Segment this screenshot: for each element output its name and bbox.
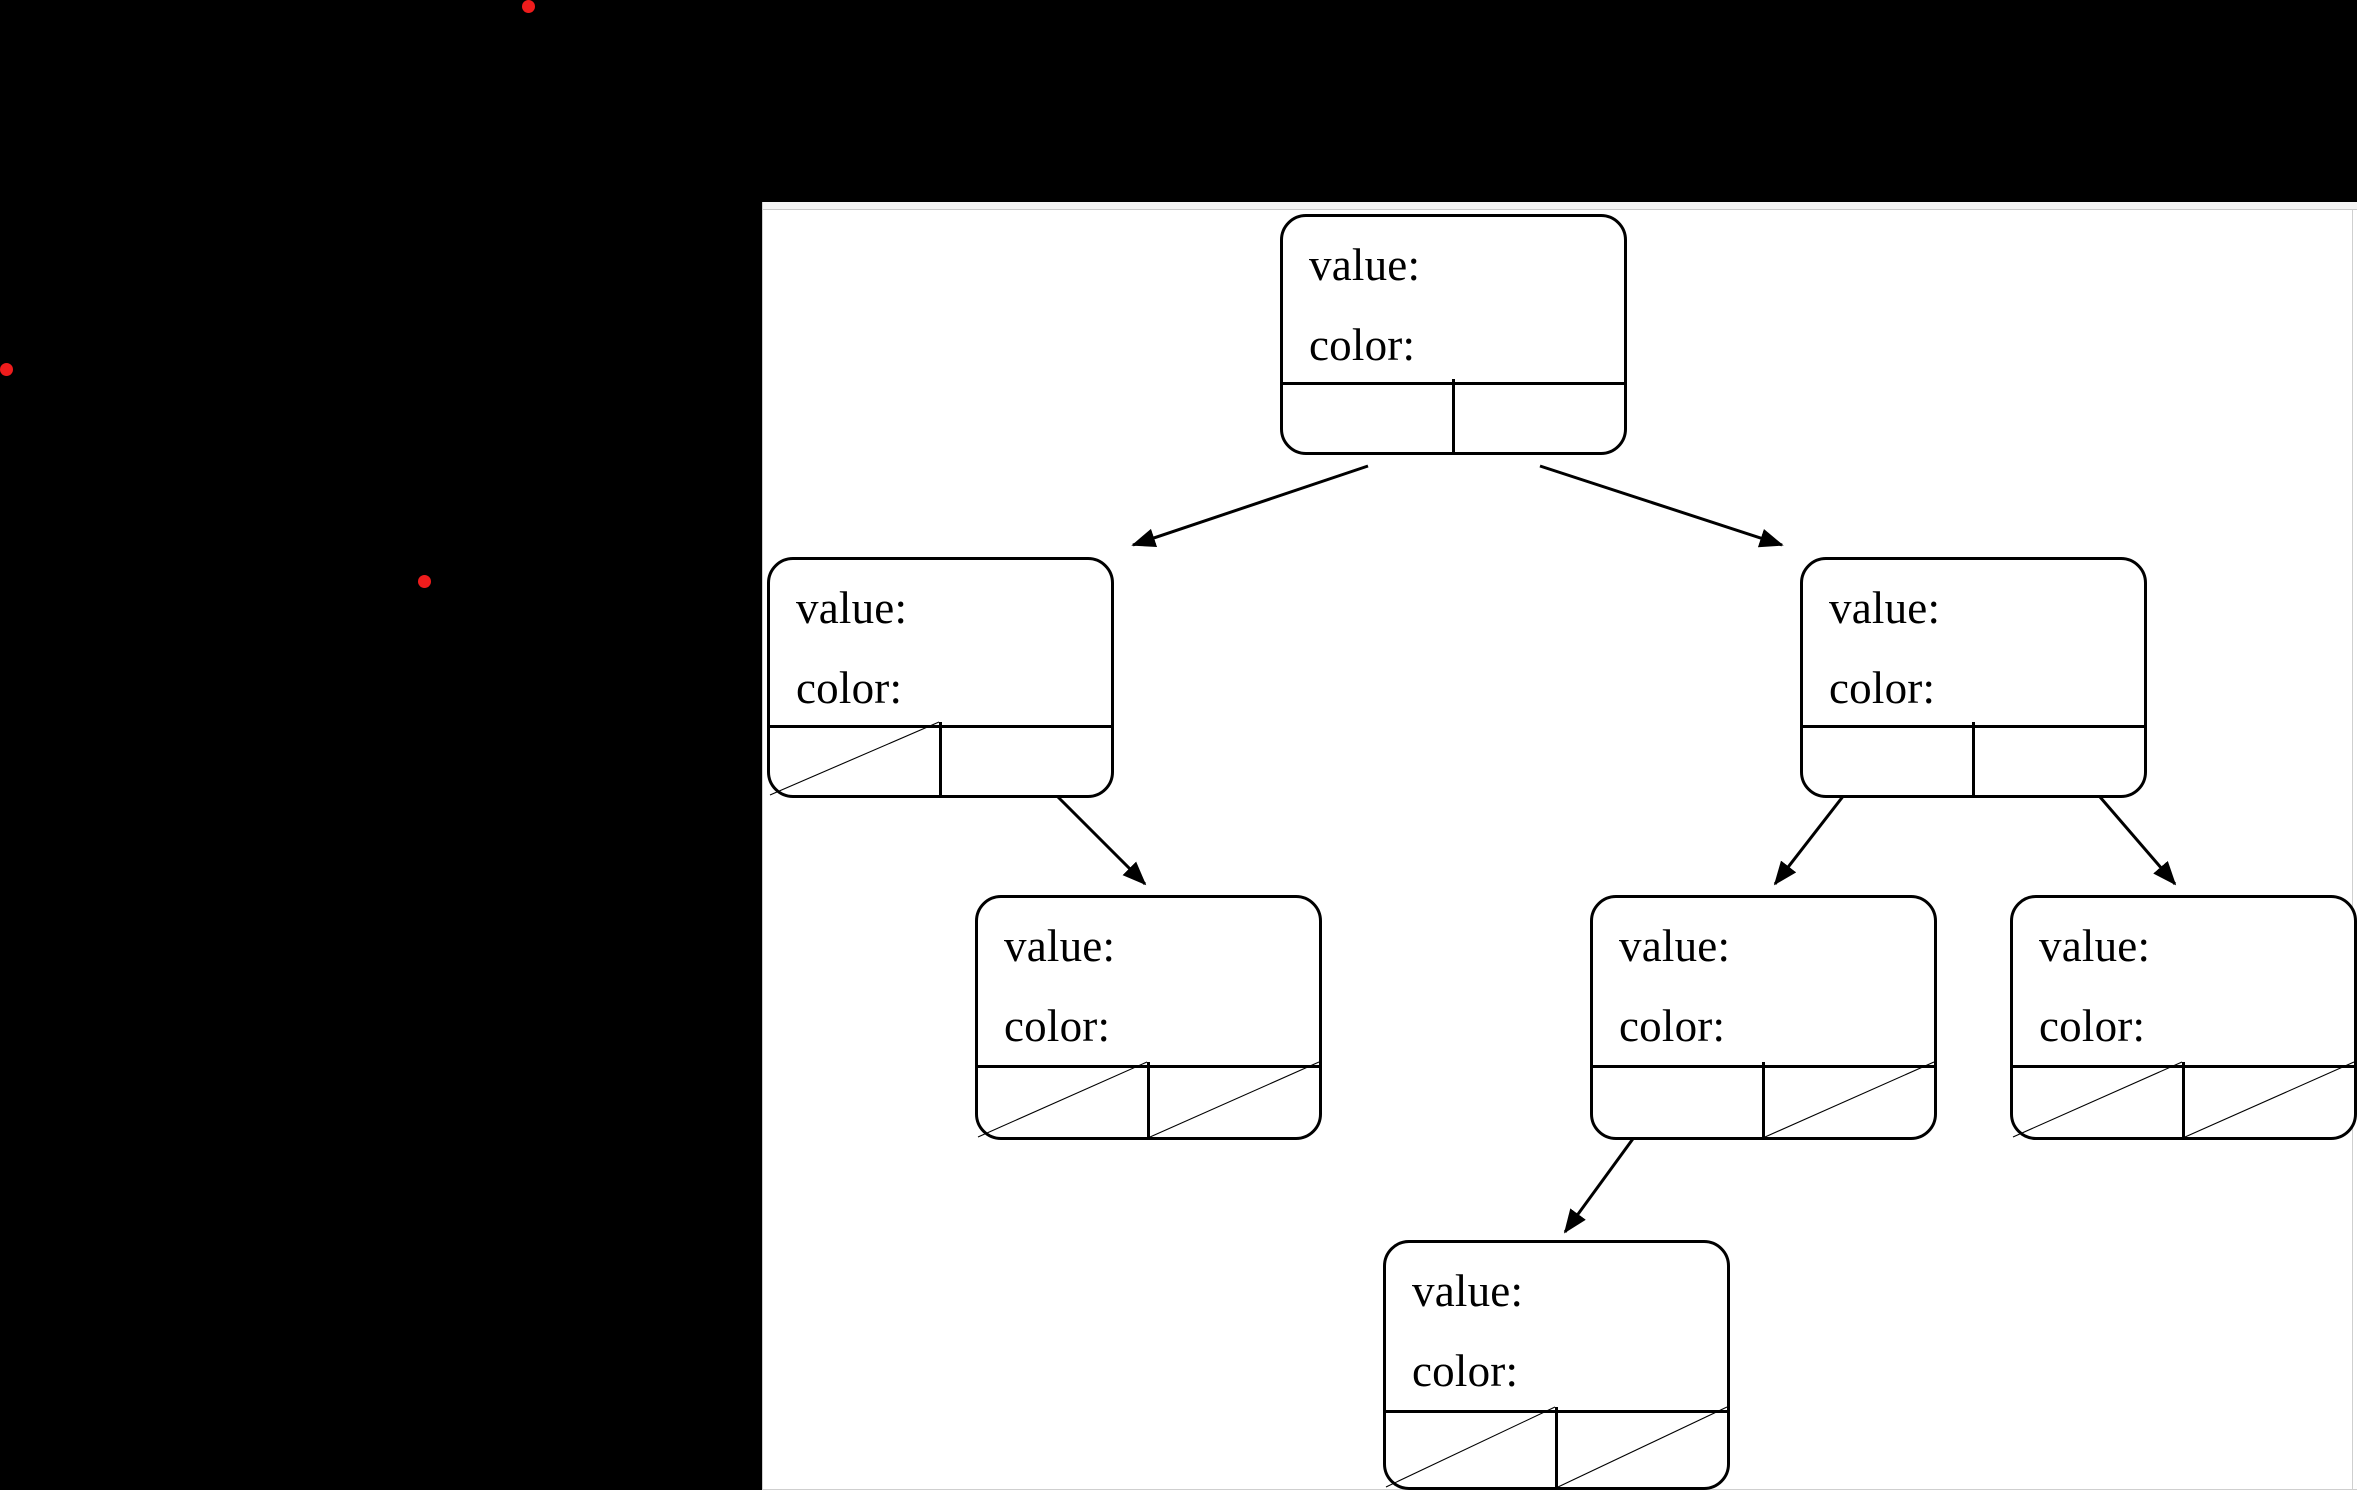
cursor-marker-left [0,363,13,376]
tree-node-level2-left[interactable]: value: color: [767,557,1114,798]
cursor-marker-middle [418,575,431,588]
node-pointer-row [2013,1062,2354,1137]
node-color-label: color: [1619,1001,1726,1051]
node-pointer-row [1593,1062,1934,1137]
node-right-pointer-cell[interactable] [1762,1062,1934,1137]
node-fields: value: color: [2013,898,2354,1049]
node-left-pointer-cell[interactable] [1386,1407,1555,1487]
node-fields: value: color: [1803,560,2144,711]
node-left-pointer-cell[interactable] [1283,379,1452,452]
tree-node-level2-right[interactable]: value: color: [1800,557,2147,798]
node-right-pointer-cell[interactable] [1147,1062,1319,1137]
node-value-label: value: [2039,921,2151,971]
null-pointer-slash-icon [1765,1062,1934,1137]
node-right-pointer-cell[interactable] [1452,379,1624,452]
edge-root-to-level2-left [1131,464,1369,548]
node-right-pointer-cell[interactable] [2182,1062,2354,1137]
node-value-label: value: [1004,921,1116,971]
null-pointer-slash-icon [1558,1407,1727,1487]
panel-header-rule [762,209,2357,210]
edge-root-to-level2-right [1539,464,1784,548]
node-fields: value: color: [1593,898,1934,1049]
panel-left-border [762,202,763,1490]
node-left-pointer-cell[interactable] [1803,722,1972,795]
tree-node-root[interactable]: value: color: [1280,214,1627,455]
node-left-pointer-cell[interactable] [978,1062,1147,1137]
node-color-label: color: [1412,1346,1519,1396]
node-pointer-row [978,1062,1319,1137]
null-pointer-slash-icon [2185,1062,2354,1137]
node-value-label: value: [1309,240,1421,290]
node-fields: value: color: [1283,217,1624,368]
panel-header-strip [762,202,2357,209]
node-right-pointer-cell[interactable] [939,722,1111,795]
node-fields: value: color: [1386,1243,1727,1394]
node-color-label: color: [1004,1001,1111,1051]
node-value-label: value: [1829,583,1941,633]
diagram-canvas[interactable]: value:color:value:color:value:color:valu… [762,202,2357,1490]
null-pointer-slash-icon [2013,1062,2182,1137]
node-value-label: value: [1412,1266,1524,1316]
null-pointer-slash-icon [770,722,939,795]
node-pointer-row [1803,722,2144,795]
node-fields: value: color: [978,898,1319,1049]
tree-node-level3-middle[interactable]: value: color: [1590,895,1937,1140]
node-pointer-row [1386,1407,1727,1487]
node-color-label: color: [796,663,903,713]
panel-right-border [2352,210,2353,1490]
node-value-label: value: [1619,921,1731,971]
cursor-marker-top [522,0,535,13]
node-right-pointer-cell[interactable] [1555,1407,1727,1487]
node-color-label: color: [1309,320,1416,370]
tree-node-level3-left[interactable]: value: color: [975,895,1322,1140]
null-pointer-slash-icon [1386,1407,1555,1487]
null-pointer-slash-icon [978,1062,1147,1137]
node-pointer-row [770,722,1111,795]
node-color-label: color: [1829,663,1936,713]
tree-node-level3-right[interactable]: value: color: [2010,895,2357,1140]
node-right-pointer-cell[interactable] [1972,722,2144,795]
null-pointer-slash-icon [1150,1062,1319,1137]
node-left-pointer-cell[interactable] [770,722,939,795]
node-left-pointer-cell[interactable] [2013,1062,2182,1137]
node-pointer-row [1283,379,1624,452]
node-value-label: value: [796,583,908,633]
node-left-pointer-cell[interactable] [1593,1062,1762,1137]
node-fields: value: color: [770,560,1111,711]
tree-node-level4[interactable]: value: color: [1383,1240,1730,1490]
node-color-label: color: [2039,1001,2146,1051]
